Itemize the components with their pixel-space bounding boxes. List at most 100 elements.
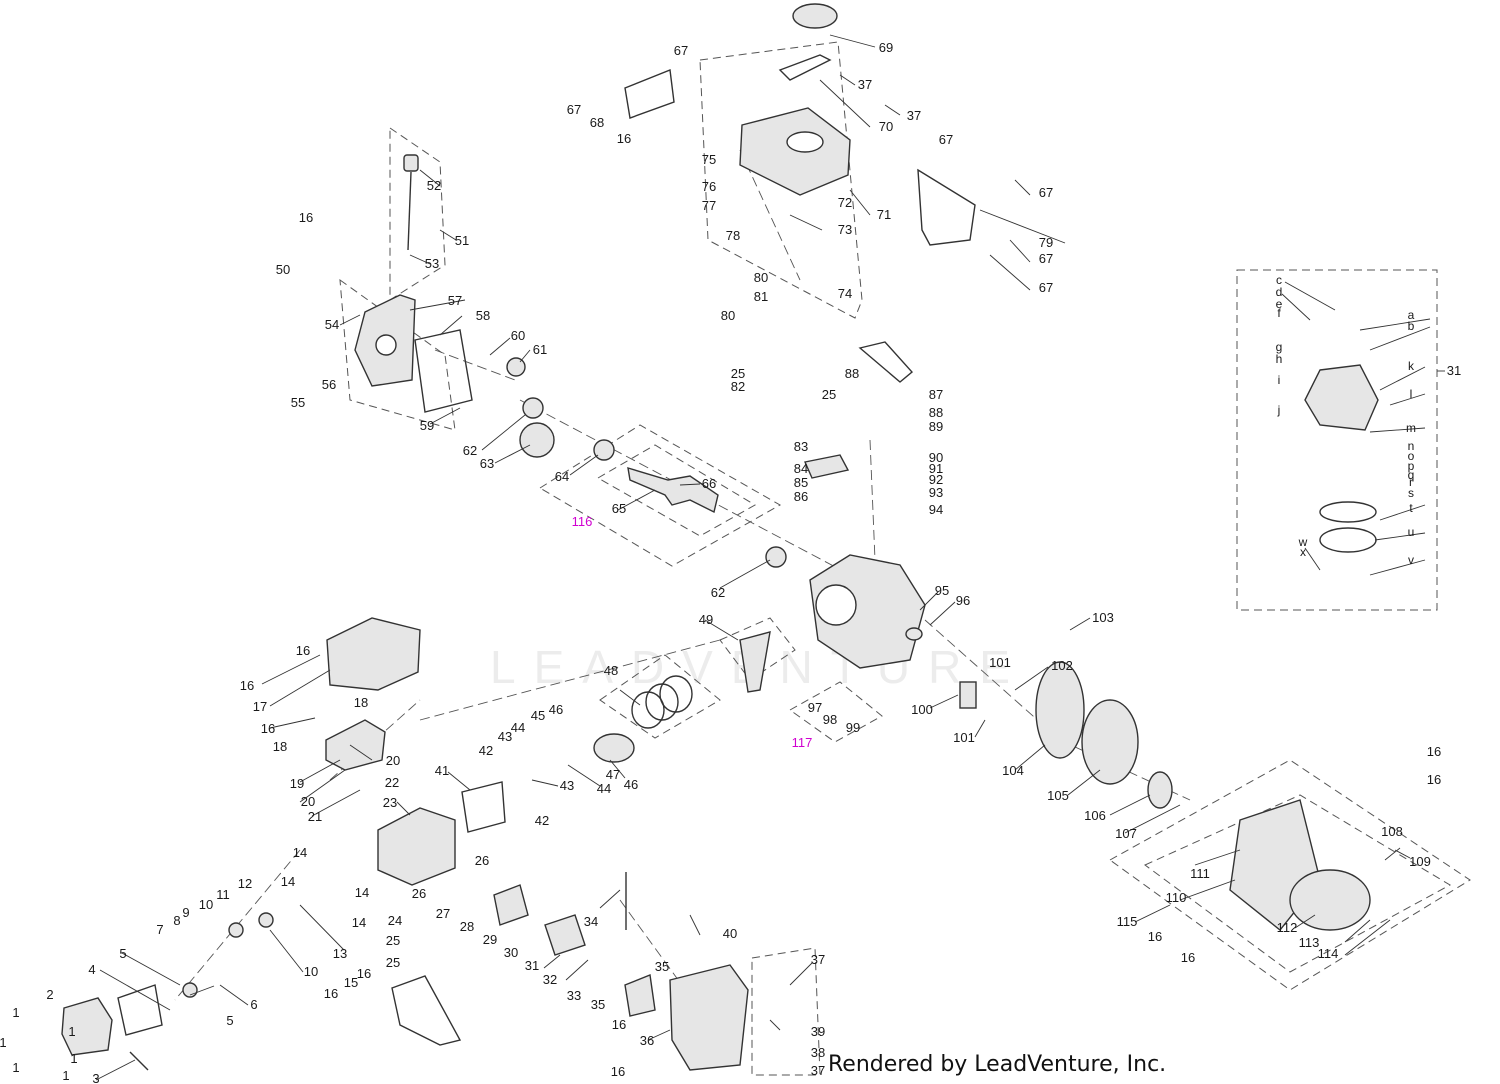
callout-label: 16	[260, 721, 276, 736]
callout-label: 36	[639, 1033, 655, 1048]
cam-gear	[519, 422, 555, 458]
callout-label: 39	[810, 1024, 826, 1039]
recoil-starter	[1289, 869, 1371, 931]
carb-callout-label: q	[1407, 468, 1415, 482]
callout-label: 26	[411, 886, 427, 901]
callout-label: 88	[844, 366, 860, 381]
callout-label: 85	[793, 475, 809, 490]
callout-label: 67	[566, 102, 582, 117]
carb-callout-label: i	[1277, 373, 1281, 387]
kit-label-116: 116	[571, 514, 593, 529]
callout-label: 111	[1190, 866, 1210, 881]
callout-label: 56	[321, 377, 337, 392]
callout-label: 27	[435, 906, 451, 921]
callout-label: 1	[0, 1035, 7, 1050]
callout-label: 90	[928, 450, 944, 465]
callout-label: 81	[753, 289, 769, 304]
callout-label: 45	[530, 708, 546, 723]
callout-label: 28	[459, 919, 475, 934]
callout-label: 95	[934, 583, 950, 598]
callout-label: 33	[566, 988, 582, 1003]
callout-label: 3	[92, 1071, 100, 1084]
callout-label: 112	[1276, 920, 1298, 935]
callout-label: 1	[68, 1024, 76, 1039]
callout-label: 52	[426, 178, 442, 193]
callout-label: 16	[239, 678, 255, 693]
callout-label: 32	[542, 972, 558, 987]
carb-callout-label: u	[1407, 525, 1415, 539]
tank-bracket	[917, 168, 976, 246]
carb-callout-label: b	[1407, 319, 1415, 333]
callout-label: 91	[928, 461, 944, 476]
carb-callout-label: s	[1408, 486, 1414, 500]
callout-label: 114	[1317, 946, 1339, 961]
callout-label: 62	[710, 585, 726, 600]
callout-label: 86	[793, 489, 809, 504]
callout-label: 63	[479, 456, 495, 471]
callout-label: 43	[559, 778, 575, 793]
carb-callout-label: d	[1275, 285, 1283, 299]
callout-label: 1	[62, 1068, 70, 1083]
callout-label: 16	[616, 131, 632, 146]
callout-label: 59	[419, 418, 435, 433]
carb-callout-label: w	[1298, 535, 1308, 549]
callout-label: 20	[385, 753, 401, 768]
callout-label: 109	[1409, 854, 1431, 869]
callout-label: 14	[351, 915, 367, 930]
callout-label: 10	[303, 964, 319, 979]
callout-label: 69	[878, 40, 894, 55]
callout-label: 57	[447, 293, 463, 308]
callout-label: 34	[583, 914, 599, 929]
callout-label: 37	[810, 1063, 826, 1078]
callout-label: 25	[730, 366, 746, 381]
carb-callout-label: r	[1409, 475, 1413, 489]
callout-label: 37	[810, 952, 826, 967]
carb-callout-label: g	[1275, 340, 1283, 354]
callout-label: 108	[1381, 824, 1403, 839]
callout-label: 80	[753, 270, 769, 285]
callout-label: 55	[290, 395, 306, 410]
callout-label: 53	[424, 256, 440, 271]
callout-label: 99	[845, 720, 861, 735]
callout-label: 23	[382, 795, 398, 810]
group-outline-air-cleaner	[751, 947, 821, 1076]
callout-label: 97	[807, 700, 823, 715]
carb-callout-label: o	[1407, 449, 1415, 463]
carburetor	[1304, 364, 1379, 431]
callout-label: 68	[589, 115, 605, 130]
callout-label: 115	[1116, 914, 1138, 929]
group-outline-tank	[699, 41, 863, 319]
callout-label: 72	[837, 195, 853, 210]
callout-label: 100	[911, 702, 933, 717]
callout-label: 1	[70, 1051, 78, 1066]
callout-label: 62	[462, 443, 478, 458]
carb-callout-label: c	[1276, 273, 1282, 287]
callout-label: 20	[300, 794, 316, 809]
callout-label: 21	[307, 809, 323, 824]
callout-label: 12	[237, 876, 253, 891]
callout-label: 83	[793, 439, 809, 454]
callout-label: 77	[701, 198, 717, 213]
callout-label: 13	[332, 946, 348, 961]
callout-label: 70	[878, 119, 894, 134]
callout-label: 35	[590, 997, 606, 1012]
callout-label: 80	[720, 308, 736, 323]
callout-label: 67	[1038, 280, 1054, 295]
valve-cover	[61, 997, 113, 1056]
callout-label: 11	[216, 887, 230, 902]
carb-callout-label: x	[1300, 545, 1306, 559]
callout-label: 10	[198, 897, 214, 912]
callout-label: 58	[475, 308, 491, 323]
callout-label: 78	[725, 228, 741, 243]
rendered-by-credit: Rendered by LeadVenture, Inc.	[828, 1052, 1167, 1077]
group-outline-starter	[1109, 759, 1471, 991]
callout-label: 82	[730, 379, 746, 394]
callout-label: 104	[1002, 763, 1024, 778]
callout-label: 25	[821, 387, 837, 402]
callout-label: 61	[532, 342, 548, 357]
callout-label: 92	[928, 472, 944, 487]
callout-label: 105	[1047, 788, 1069, 803]
group-outline-kit-117	[789, 681, 883, 743]
callout-label: 54	[324, 317, 340, 332]
